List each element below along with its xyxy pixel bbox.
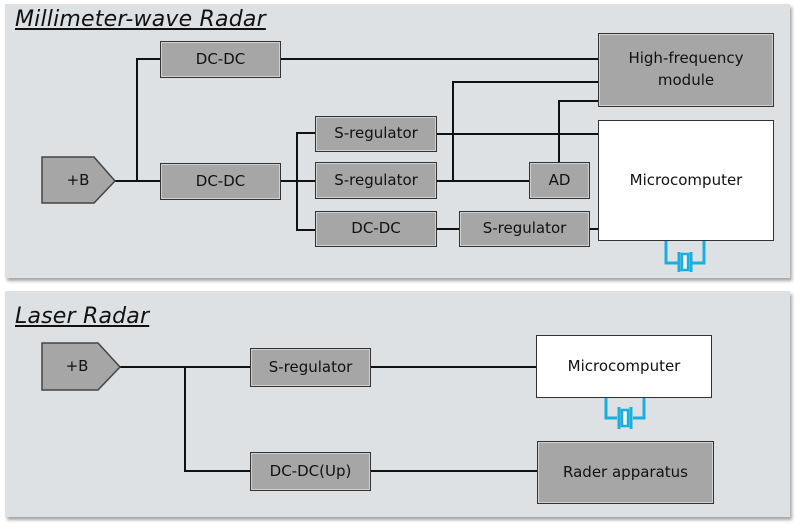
laser-power-input-label: +B [65,357,89,375]
mmw-sregulator-2-block: S-regulator [315,162,437,199]
mmw-ad-block: AD [529,162,590,199]
mmw-sregulator-1-block: S-regulator [315,116,437,152]
power-input-shape [41,156,117,204]
wire-b-to-dcdc-top [136,58,160,181]
crystal-oscillator-icon [604,398,646,429]
millimeter-wave-radar-title: Millimeter-wave Radar [15,7,266,32]
mmw-power-input-label: +B [66,171,90,189]
crystal-oscillator-icon [664,241,706,272]
mmw-dcdc-top-block: DC-DC [160,41,281,78]
wire-sreg2-to-hf [452,81,598,181]
laser-sregulator-block: S-regulator [250,348,371,387]
mmw-high-frequency-module-block: High-frequency module [598,33,774,107]
mmw-dcdc-sub-block: DC-DC [315,211,437,247]
laser-radar-title: Laser Radar [15,304,150,329]
laser-microcomputer-block: Microcomputer [536,335,712,398]
power-input-shape [41,342,122,391]
laser-radar-apparatus-block: Rader apparatus [537,441,714,504]
mmw-sregulator-3-block: S-regulator [459,211,590,247]
mmw-dcdc-main-block: DC-DC [160,163,281,200]
wire-laser-b-to-dcdcup [184,367,250,472]
mmw-microcomputer-block: Microcomputer [598,120,774,241]
wire-ad-to-hf [558,100,598,163]
laser-dcdc-up-block: DC-DC(Up) [250,452,371,491]
